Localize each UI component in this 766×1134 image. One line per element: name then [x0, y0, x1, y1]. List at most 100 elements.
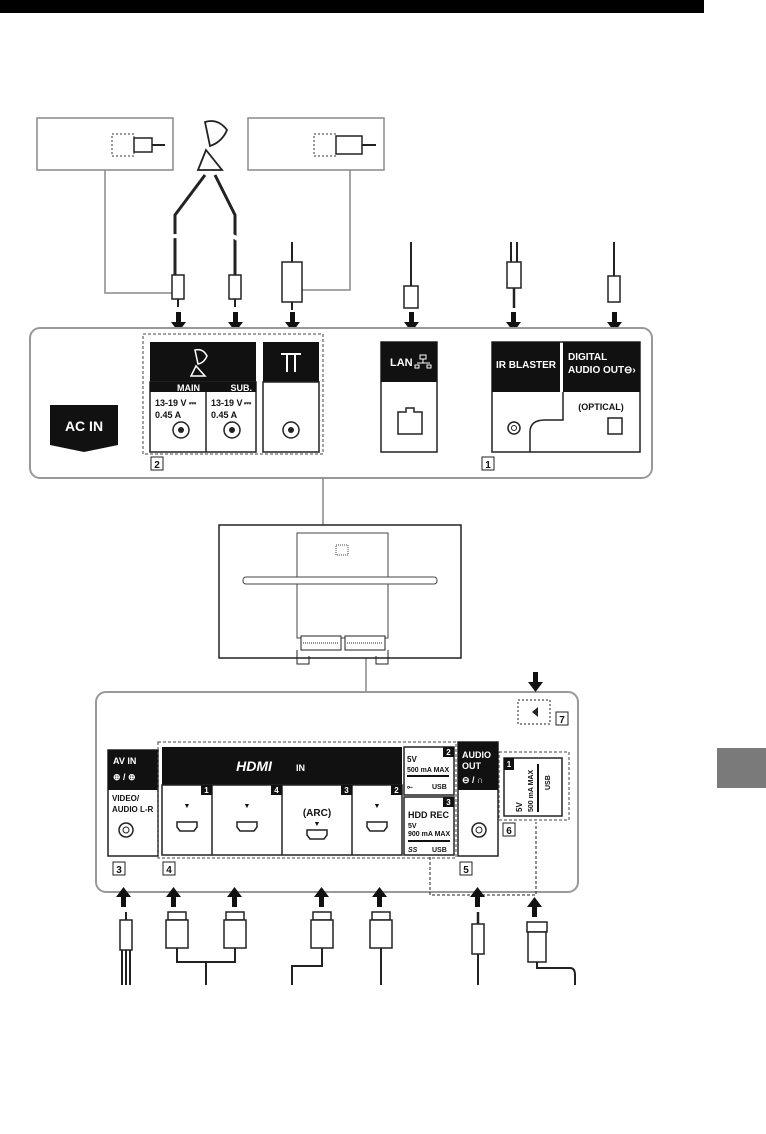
svg-text:▼: ▼: [374, 803, 381, 810]
av-in-port[interactable]: [118, 822, 134, 838]
svg-text:7: 7: [559, 715, 565, 726]
sub-voltage: 13-19 V: [211, 398, 243, 408]
ir-blaster-label: IR BLASTER: [496, 360, 557, 371]
optical-plug: [607, 242, 621, 303]
usb2-5v: 5V: [407, 755, 417, 764]
svg-text:5: 5: [463, 865, 469, 876]
svg-text:2: 2: [154, 460, 160, 471]
av-cable: [119, 912, 133, 985]
satellite-connector-box-left: [36, 117, 174, 171]
svg-text:6: 6: [506, 826, 512, 837]
headphone-icon: ⊖ / ∩: [462, 775, 484, 785]
sub-label: SUB.: [230, 383, 252, 393]
f-connector-plug-main: [171, 274, 185, 307]
audio-out-port[interactable]: [471, 822, 487, 838]
callout-6: 6: [502, 822, 516, 837]
hdmi-port-number-2: 2: [394, 786, 399, 795]
av-in-label: AV IN: [113, 756, 136, 766]
usb-cable: [526, 921, 576, 985]
superspeed-label: SS: [408, 847, 418, 854]
aerial-port-icon: [281, 353, 301, 372]
output-icon: ⊖›: [624, 365, 636, 376]
callout-3: 3: [112, 861, 126, 876]
svg-text:1: 1: [485, 460, 491, 471]
callout-2: 2: [150, 456, 164, 471]
svg-text:▼: ▼: [314, 821, 321, 828]
sub-current: 0.45 A: [211, 410, 238, 420]
aerial-plug: [281, 242, 303, 310]
hdd-badge: 3: [446, 798, 451, 807]
main-voltage: 13-19 V: [155, 398, 187, 408]
satellite-connector-box-right: [247, 117, 385, 171]
lan-cable-plug: [403, 242, 419, 309]
satellite-port-icon: [189, 348, 208, 377]
digital-audio-label-2: AUDIO OUT: [568, 365, 624, 376]
lan-port[interactable]: [397, 407, 423, 435]
callout-4: 4: [162, 861, 176, 876]
video-audio-label-1: VIDEO/: [112, 794, 140, 803]
usb1-ma: 500 mA MAX: [528, 770, 535, 812]
dish-cable-right: [213, 174, 237, 275]
dish-cable-left: [173, 174, 207, 275]
usb2-ma: 500 mA MAX: [407, 767, 449, 774]
main-label: MAIN: [177, 383, 200, 393]
hdmi-port-2[interactable]: ▼: [366, 803, 388, 832]
hdmi-port-3[interactable]: ▼: [306, 821, 328, 840]
av-in-io-icons: ⊕ / ⊕: [113, 772, 136, 782]
usb2-usb-label: USB: [432, 784, 447, 791]
callout-7: 7: [555, 711, 569, 726]
svg-text:3: 3: [116, 865, 122, 876]
digital-audio-label-1: DIGITAL: [568, 352, 607, 363]
audio-out-label-1: AUDIO: [462, 750, 491, 760]
ir-blaster-port[interactable]: [507, 421, 521, 435]
svg-text:⎓: ⎓: [189, 398, 197, 408]
svg-text:▼: ▼: [244, 803, 251, 810]
callout-5: 5: [459, 861, 473, 876]
ir-blaster-plug: [506, 242, 522, 308]
optical-port[interactable]: [607, 417, 623, 435]
hdmi-cable-plugs: [165, 911, 393, 949]
f-connector-plug-sub: [228, 274, 242, 307]
main-current: 0.45 A: [155, 410, 182, 420]
arrow-cam-slot: [528, 672, 543, 692]
video-audio-label-2: AUDIO L-R: [112, 805, 154, 814]
hdmi-port-4[interactable]: ▼: [236, 803, 258, 832]
arrows-bottom: [116, 887, 542, 917]
header-bar: [0, 0, 704, 13]
audio-out-cable: [471, 912, 485, 985]
cam-slot-icon: [517, 699, 551, 725]
hdd-rec-label: HDD REC: [408, 810, 450, 820]
usb1-5v: 5V: [515, 802, 524, 812]
satellite-sub-port[interactable]: [223, 421, 241, 439]
svg-text:▼: ▼: [184, 803, 191, 810]
hdmi-in-label: IN: [296, 763, 305, 773]
satellite-dish-icon: [196, 120, 229, 171]
hdmi-port-number-4: 4: [274, 786, 279, 795]
svg-text:4: 4: [166, 865, 172, 876]
section-tab: [717, 748, 766, 788]
satellite-main-port[interactable]: [172, 421, 190, 439]
usb1-usb-label: USB: [545, 775, 552, 790]
tv-rear-illustration: [218, 524, 462, 665]
hdmi-port-1[interactable]: ▼: [176, 803, 198, 832]
hdmi-port-number-1: 1: [204, 786, 209, 795]
network-icon: [414, 354, 432, 369]
ac-in-label: AC IN: [50, 405, 118, 452]
lan-label: LAN: [390, 357, 413, 369]
usb3-5v: 5V: [408, 823, 417, 830]
hdmi-logo: HDMI: [236, 758, 273, 774]
callout-1: 1: [481, 456, 495, 471]
svg-text:AC IN: AC IN: [65, 418, 103, 434]
arc-label: (ARC): [303, 808, 331, 819]
audio-out-label-2: OUT: [462, 761, 482, 771]
usb2-badge: 2: [446, 748, 451, 757]
aerial-port[interactable]: [282, 421, 300, 439]
usb1-badge: 1: [507, 760, 512, 769]
hdmi-port-number-3: 3: [344, 786, 349, 795]
svg-text:⎓: ⎓: [244, 398, 252, 408]
optical-label: (OPTICAL): [578, 402, 624, 412]
usb-icon: ⟜: [407, 784, 413, 791]
usb3-usb-label: USB: [432, 847, 447, 854]
usb3-ma: 900 mA MAX: [408, 831, 450, 838]
